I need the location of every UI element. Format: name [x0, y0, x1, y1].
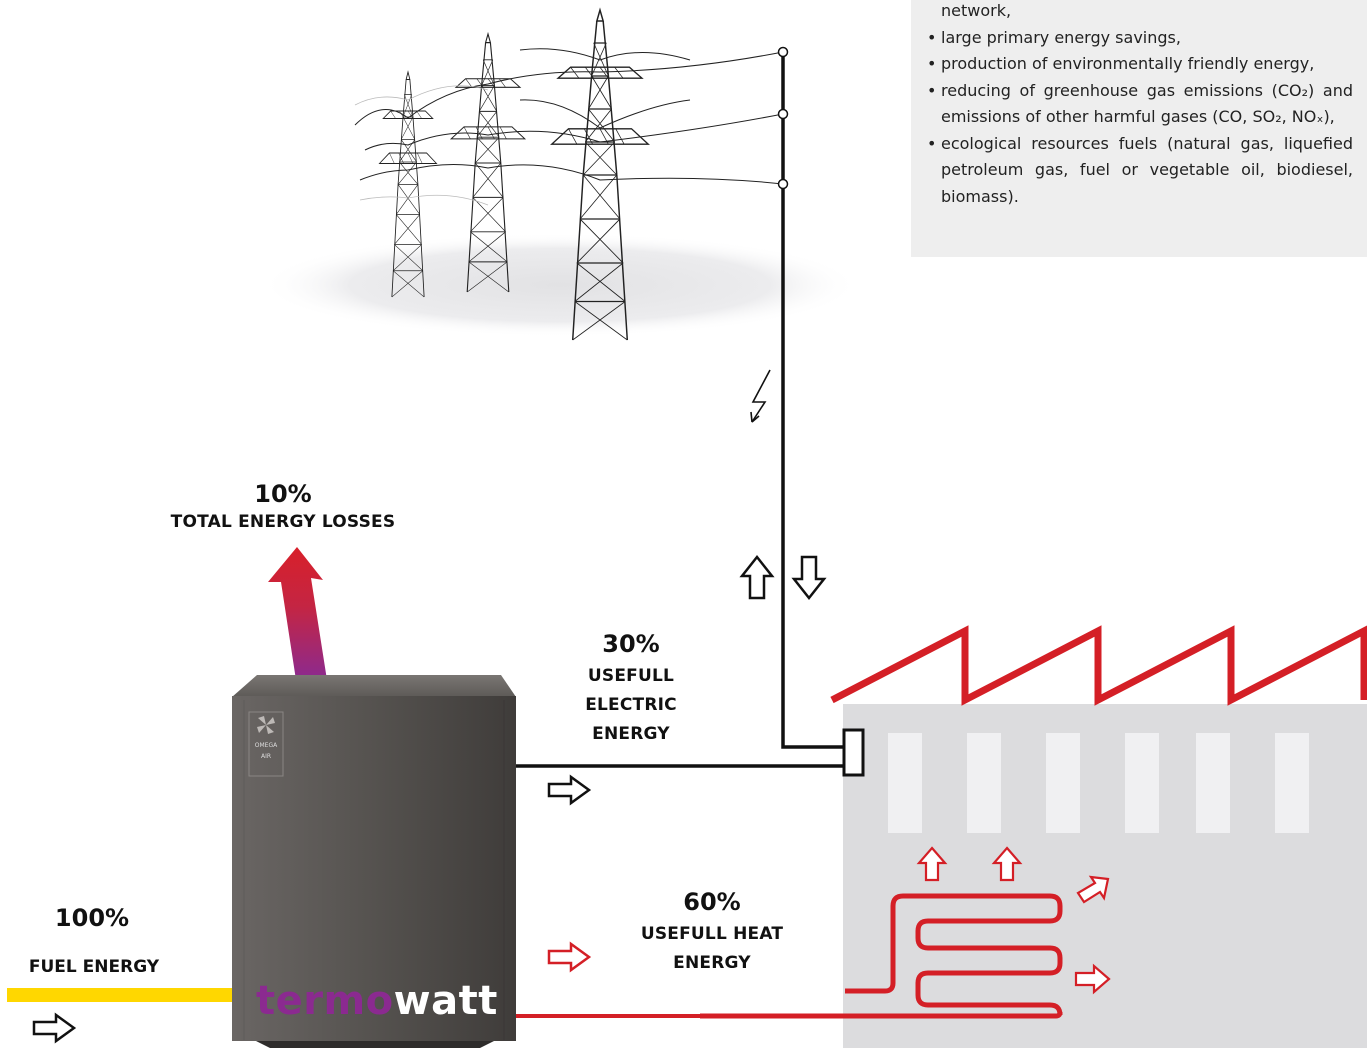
- brand-part-2: watt: [393, 978, 498, 1024]
- heating-coil: [700, 893, 1063, 1019]
- electric-caption-2: ELECTRIC: [585, 695, 677, 715]
- chp-unit: [232, 675, 516, 1048]
- insulator-bottom: [777, 178, 789, 190]
- arrow-down-icon: [791, 555, 827, 601]
- insulator-middle: [777, 108, 789, 120]
- electric-label: 30% USEFULL ELECTRIC ENERGY: [571, 630, 691, 749]
- losses-percent: 10%: [254, 480, 312, 508]
- losses-caption: TOTAL ENERGY LOSSES: [170, 512, 396, 532]
- benefit-item: reducing of greenhouse gas emissions (CO…: [927, 78, 1353, 131]
- heat-label: 60% USEFULL HEAT ENERGY: [622, 888, 802, 978]
- heat-output-arrow-icon: [547, 941, 592, 973]
- fuel-line: [7, 988, 237, 1002]
- fuel-percent: 100%: [54, 904, 130, 932]
- heat-arrows: [916, 846, 1111, 995]
- benefit-item-partial: network,: [941, 1, 1012, 20]
- plate-line-1: OMEGA: [254, 742, 278, 749]
- heat-caption-1: USEFULL HEAT: [640, 924, 784, 944]
- grid-connection-line: [781, 52, 844, 749]
- benefit-item: ecological resources fuels (natural gas,…: [927, 131, 1353, 211]
- electric-caption-1: USEFULL: [587, 666, 675, 686]
- power-wires: [354, 48, 784, 185]
- unit-plate: OMEGA AIR: [249, 712, 283, 776]
- energy-losses-arrow: [268, 547, 327, 680]
- benefit-item: production of environmentally friendly e…: [927, 51, 1353, 78]
- insulator-top: [777, 46, 789, 58]
- power-wires-faint: [354, 85, 489, 206]
- losses-label: 10% TOTAL ENERGY LOSSES: [163, 480, 403, 537]
- electric-percent: 30%: [602, 630, 660, 658]
- heat-caption-2: ENERGY: [673, 953, 751, 973]
- fuel-arrow-icon: [32, 1012, 77, 1044]
- electric-connector: [842, 728, 865, 777]
- lightning-icon: [751, 369, 771, 423]
- fuel-caption: FUEL ENERGY: [28, 957, 160, 977]
- ground-shadow: [260, 233, 860, 337]
- plate-line-2: AIR: [260, 753, 272, 760]
- factory-roof: [830, 625, 1367, 706]
- electric-caption-3: ENERGY: [592, 724, 670, 744]
- benefits-box: network, large primary energy savings, p…: [911, 0, 1367, 257]
- arrow-up-icon: [739, 554, 775, 600]
- fan-logo-icon: [257, 716, 275, 734]
- brand-logo: termowatt: [256, 978, 498, 1024]
- heat-percent: 60%: [683, 888, 741, 916]
- factory-windows: [888, 733, 1309, 833]
- electric-arrow-icon: [547, 774, 592, 806]
- brand-part-1: termo: [256, 978, 394, 1024]
- benefit-item: large primary energy savings,: [927, 25, 1353, 52]
